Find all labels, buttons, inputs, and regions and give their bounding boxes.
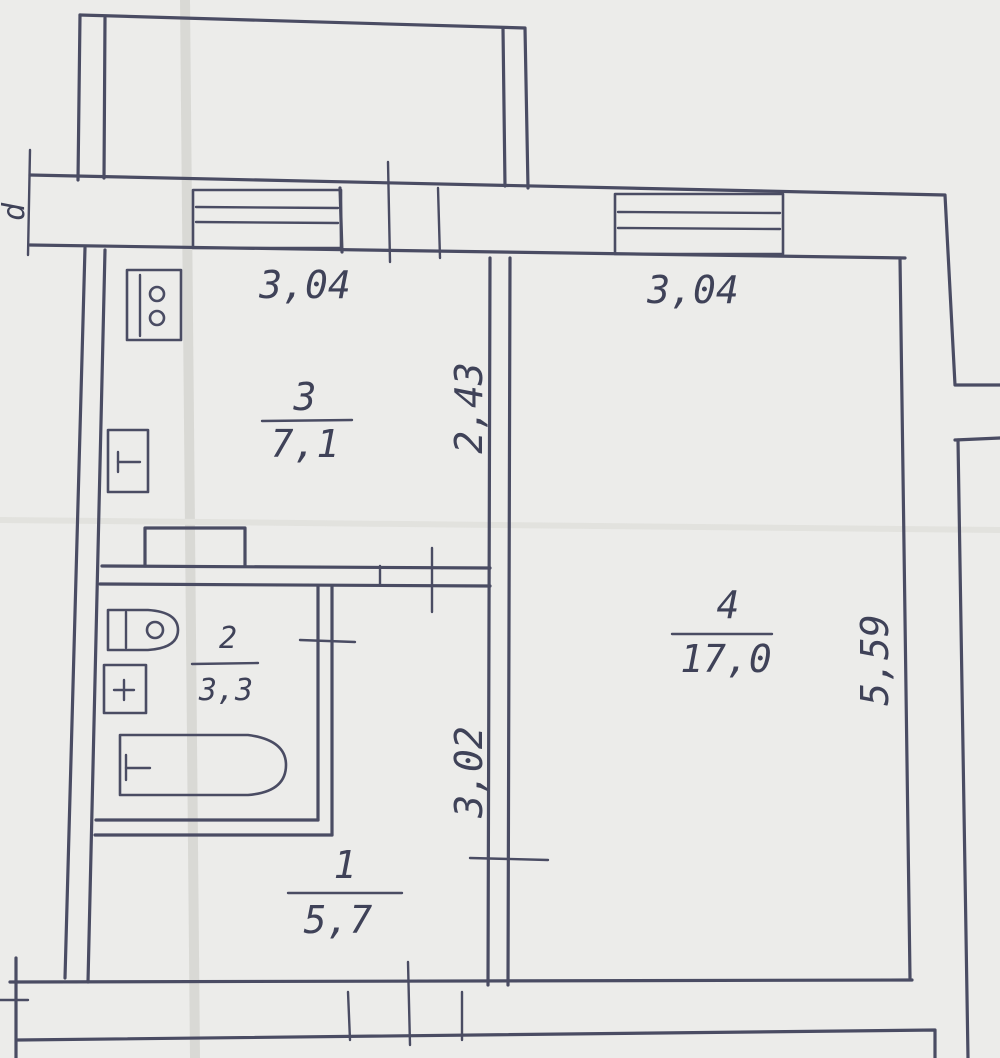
room-number: 4 bbox=[717, 583, 740, 627]
bathtub-icon bbox=[118, 733, 288, 797]
exterior-wall-top bbox=[26, 148, 1000, 387]
kitchen-bath-wall bbox=[98, 526, 492, 614]
window-room bbox=[613, 192, 785, 256]
room-number: 3 bbox=[293, 375, 317, 419]
room-area: 5,7 bbox=[304, 898, 373, 942]
sink-icon bbox=[106, 428, 150, 494]
dimension-kitchen-width: 3,04 bbox=[258, 263, 351, 307]
stove-icon bbox=[125, 268, 183, 342]
toilet-icon bbox=[106, 608, 180, 652]
room-2-label: 2 3,3 bbox=[190, 621, 260, 708]
room-1-label: 1 5,7 bbox=[286, 843, 404, 942]
exterior-wall-bottom bbox=[0, 956, 937, 1058]
room-number: 1 bbox=[334, 843, 357, 887]
window-kitchen bbox=[191, 188, 343, 250]
dimension-room-depth: 5,59 bbox=[853, 614, 897, 706]
balcony bbox=[76, 13, 530, 190]
room-3-label: 3 7,1 bbox=[260, 375, 354, 466]
exterior-wall-left bbox=[63, 246, 107, 984]
room-number: 2 bbox=[219, 621, 237, 656]
paper-fold bbox=[0, 517, 1000, 533]
room-area: 7,1 bbox=[271, 422, 340, 466]
dimension-kitchen-depth: 2,43 bbox=[447, 362, 491, 454]
room-4-label: 4 17,0 bbox=[670, 583, 774, 681]
bathroom-wall bbox=[93, 584, 357, 837]
room-area: 17,0 bbox=[680, 637, 772, 681]
dimension-room-width: 3,04 bbox=[646, 268, 739, 312]
dimension-hall-depth: 3,02 bbox=[447, 726, 491, 819]
room-area: 3,3 bbox=[198, 673, 253, 708]
partition-wall bbox=[468, 256, 550, 987]
washbasin-icon bbox=[102, 663, 148, 715]
balcony-edge-marker: d bbox=[0, 202, 32, 221]
exterior-wall-right bbox=[898, 256, 1000, 1058]
